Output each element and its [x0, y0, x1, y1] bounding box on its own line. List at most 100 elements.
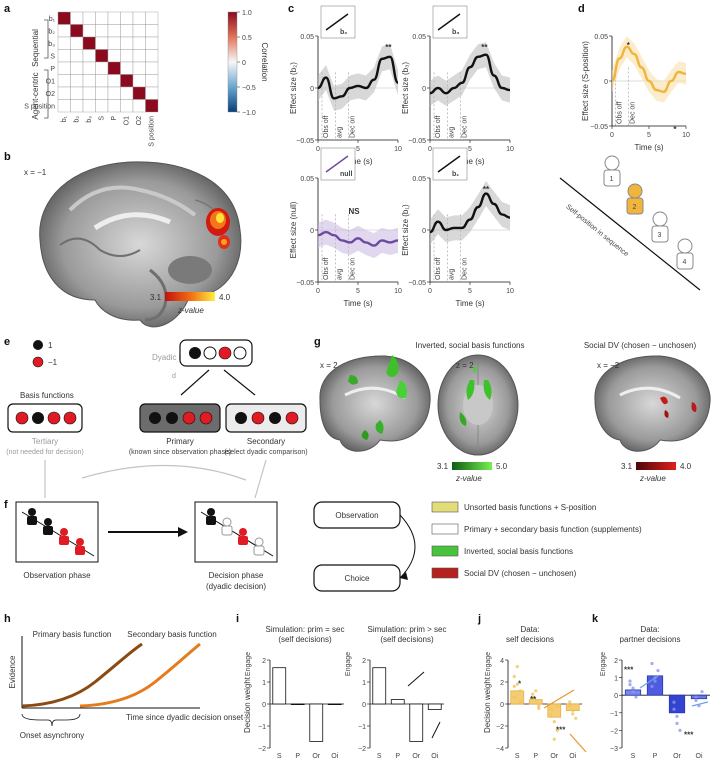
- heatmap-cell: [70, 74, 84, 88]
- panel-g-letter: g: [314, 336, 321, 348]
- heatmap-cell: [70, 61, 84, 75]
- heatmap-cell: [70, 11, 84, 25]
- flow-legend: Unsorted basis functions + S-positionPri…: [431, 501, 642, 579]
- y-tick: 0.05: [300, 176, 314, 183]
- event-label: Dec on: [349, 116, 356, 138]
- col-label: P: [111, 116, 118, 121]
- i-right-title: Simulation: prim > sec: [368, 625, 447, 634]
- d-xlabel: Time (s): [634, 143, 663, 152]
- legend-label: Primary + secondary basis function (supp…: [464, 525, 642, 534]
- heatmap-cell: [120, 99, 134, 113]
- event-label: Dec on: [461, 258, 468, 280]
- basis-title: Basis functions: [20, 391, 74, 400]
- data-dot: [534, 699, 538, 703]
- bar-y-tick: 4: [500, 658, 504, 665]
- c-xlabel: Time (s): [343, 299, 372, 308]
- x-tick: 10: [394, 146, 402, 153]
- dyadic-box: [179, 339, 253, 367]
- bar-y-tick: −2: [258, 746, 266, 753]
- legend-swatch: [431, 567, 459, 579]
- y-tick: 0: [422, 86, 426, 93]
- col-label: O2: [136, 116, 143, 125]
- group-sequential-label: Sequential: [31, 29, 40, 67]
- event-label: Obs off: [323, 258, 330, 280]
- heatmap-cell: [57, 24, 71, 38]
- y-tick: 0.05: [412, 176, 426, 183]
- y-tick: −0.05: [408, 138, 426, 145]
- data-dot: [515, 665, 519, 669]
- heatmap-cell: [57, 86, 71, 100]
- effect-line: [317, 55, 400, 100]
- flow-diagram: Observation Choice: [313, 501, 416, 592]
- h-xlabel: Time since dyadic decision onset: [126, 713, 244, 722]
- group-agent-label: Agent-centric: [31, 72, 40, 119]
- svg-text:3: 3: [658, 232, 662, 239]
- heatmap-cell: [120, 74, 134, 88]
- legend-e: 1 −1: [32, 340, 58, 368]
- panel-b-letter: b: [4, 151, 11, 163]
- data-dot: [568, 704, 572, 708]
- j-sig-3: ***: [556, 726, 566, 735]
- bar-category: S: [515, 753, 520, 760]
- heatmap-cell: [70, 86, 84, 100]
- data-dot: [574, 716, 578, 720]
- y-tick: 0: [310, 86, 314, 93]
- c-ylabel: Effect size (null): [289, 201, 298, 258]
- heatmap-cell: [132, 11, 146, 25]
- j-sub: self decisions: [506, 635, 554, 644]
- heatmap-cell: [95, 49, 109, 63]
- hot-colorbar-b: [165, 292, 215, 301]
- row-label: b₂: [48, 29, 55, 36]
- panel-k-letter: k: [592, 613, 599, 625]
- heatmap-cell: [107, 11, 121, 25]
- heatmap-cell: [95, 86, 109, 100]
- j-arrow-1: [543, 689, 575, 709]
- inset-bold-label: b₂: [340, 29, 347, 36]
- tertiary-box: [7, 403, 83, 433]
- x-tick: 5: [468, 146, 472, 153]
- brain-sagittal-b: [39, 161, 242, 328]
- bar-y-tick: 0: [500, 702, 504, 709]
- panel-a-letter: a: [4, 3, 11, 15]
- data-dot: [537, 704, 541, 708]
- j-engage: Engage: [485, 652, 492, 676]
- ci-band: [318, 44, 398, 111]
- data-dot: [628, 679, 632, 683]
- panel-f-letter: f: [4, 499, 8, 511]
- data-dot: [534, 689, 538, 693]
- bar-y-tick: 0: [614, 693, 618, 700]
- event-label: Dec on: [461, 116, 468, 138]
- bar-category: S: [377, 753, 382, 760]
- data-dot: [555, 728, 559, 733]
- heatmap-cell: [107, 49, 121, 63]
- bar-y-tick: 2: [500, 680, 504, 687]
- data-dot: [515, 682, 519, 686]
- svg-text:−1: −1: [48, 358, 58, 367]
- bar-y-tick: 2: [362, 658, 366, 665]
- data-dot: [552, 720, 556, 724]
- brain-sagittal-g3: [594, 355, 711, 452]
- legend-label: Social DV (chosen − unchosen): [464, 569, 577, 578]
- green-min: 3.1: [437, 462, 449, 471]
- k-sub: partner decisions: [620, 635, 681, 644]
- bar-category: P: [395, 753, 400, 760]
- dec-phase-label: Decision phase: [209, 571, 264, 580]
- bar-category: P: [533, 753, 538, 760]
- inset-bold-label: null: [340, 171, 352, 178]
- row-label: b₃: [48, 41, 55, 48]
- heatmap-cell: [145, 24, 159, 38]
- correlation-colorbar: [227, 11, 238, 113]
- c-sig: **: [483, 185, 490, 194]
- x-tick: 10: [682, 132, 690, 139]
- x-tick: 5: [356, 288, 360, 295]
- panel-d-letter: d: [578, 3, 585, 15]
- heatmap-cell: [120, 86, 134, 100]
- heatmap-cell: [95, 24, 109, 38]
- bar-category: S: [277, 753, 282, 760]
- col-label: b₂: [74, 116, 81, 123]
- obs-phase-label: Observation phase: [23, 571, 91, 580]
- heatmap-cell: [95, 61, 109, 75]
- agent-4: 4: [676, 238, 694, 270]
- bar-y-tick: 2: [614, 658, 618, 665]
